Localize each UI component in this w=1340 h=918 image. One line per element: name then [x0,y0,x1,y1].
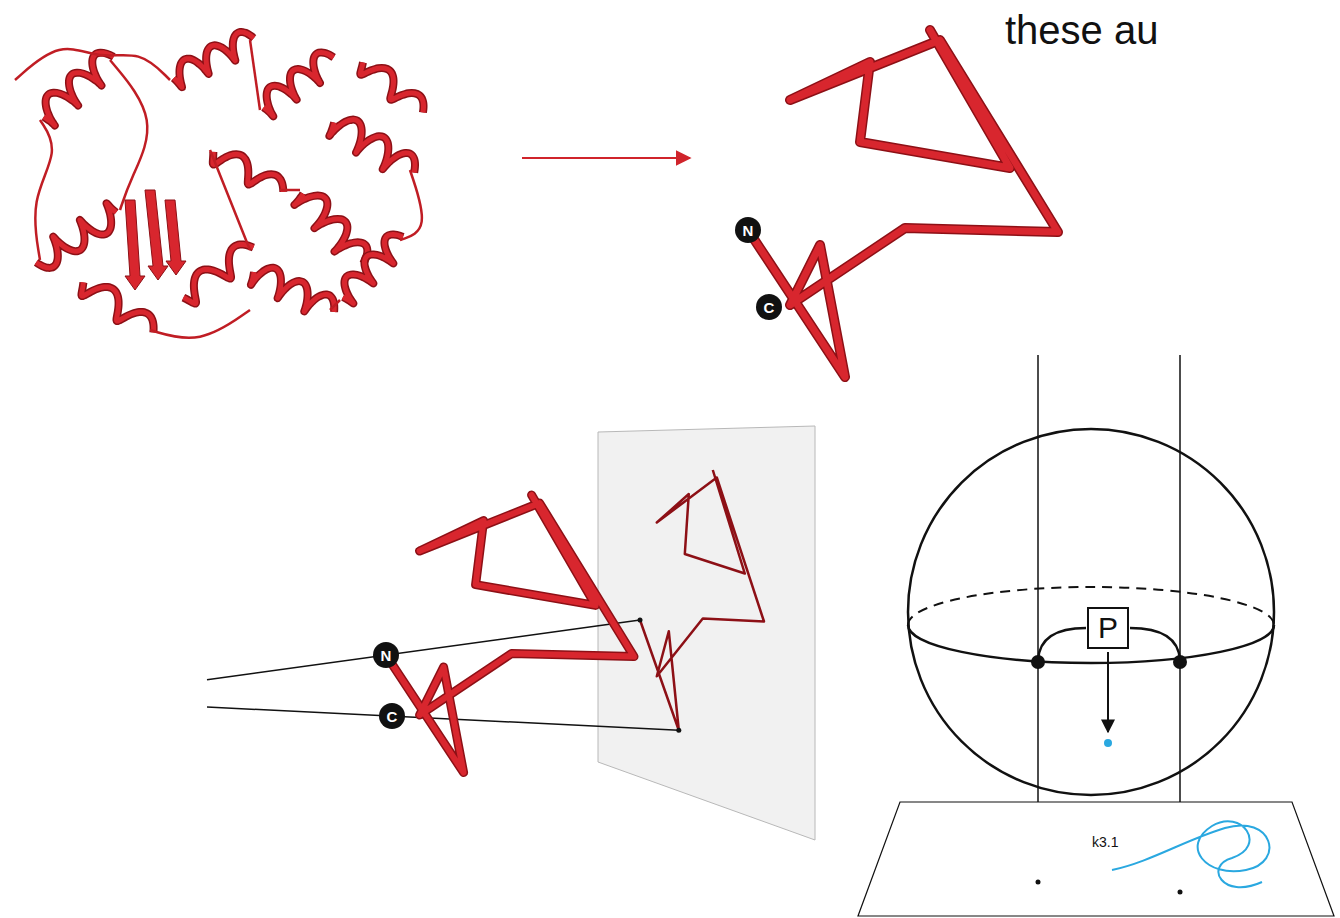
projected-chain [638,470,765,733]
terminus-marker: C [756,294,782,320]
simplified-chain [748,30,1058,377]
protein-ribbon [15,32,424,338]
sphere [858,355,1334,916]
transform-arrow [522,157,690,159]
title-fragment: these au [1005,8,1158,53]
knot-type-label: k3.1 [1092,834,1118,850]
projection-box: P [1087,607,1129,649]
node-text: C [387,709,398,724]
node-text: P [1098,613,1118,643]
node-text: N [743,223,754,238]
terminus-marker: C [379,703,405,729]
projection-plane [598,426,815,840]
node-text: N [381,648,392,663]
node-text: C [764,300,775,315]
simplified-chain [386,495,634,773]
terminus-marker: N [735,217,761,243]
terminus-marker: N [373,642,399,668]
